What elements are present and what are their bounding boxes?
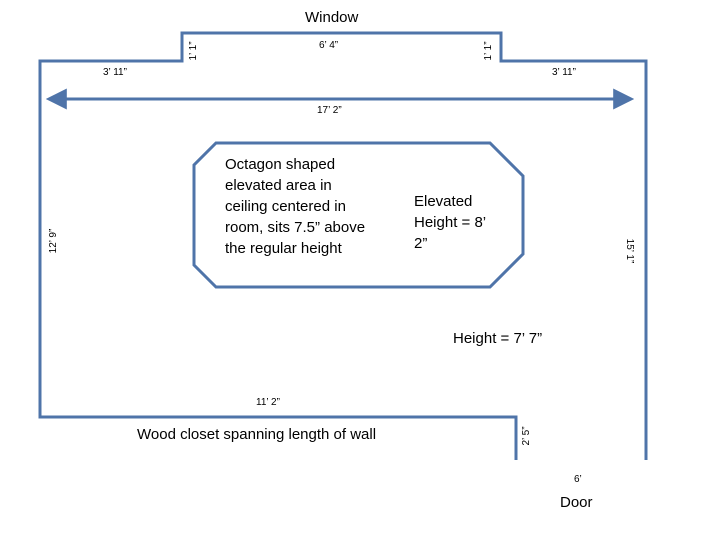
left-wall-dimension: 12’ 9” bbox=[48, 228, 59, 254]
closet-label: Wood closet spanning length of wall bbox=[137, 426, 377, 443]
window-label: Window bbox=[305, 9, 359, 26]
right-notch-dimension: 1’ 1” bbox=[483, 41, 494, 61]
door-label: Door bbox=[560, 494, 593, 511]
room-outline bbox=[38, 31, 648, 460]
right-wall-dimension: 15’ 1” bbox=[624, 238, 635, 264]
octagon-elevated-area bbox=[192, 141, 525, 289]
closet-width-dimension: 11’ 2” bbox=[256, 397, 280, 408]
octagon-description: Octagon shaped elevated area in ceiling … bbox=[225, 156, 366, 257]
closet-return-dimension: 2’ 5” bbox=[521, 426, 532, 446]
room-height-label: Height = 7’ 7” bbox=[453, 330, 543, 347]
elevated-height-label: Elevated Height = 8’ 2” bbox=[414, 193, 486, 252]
door-width-dimension: 6’ bbox=[574, 474, 582, 485]
top-right-segment-dimension: 3’ 11” bbox=[552, 67, 576, 78]
left-notch-dimension: 1’ 1” bbox=[188, 41, 199, 61]
top-left-segment-dimension: 3’ 11” bbox=[103, 67, 127, 78]
window-width-dimension: 6’ 4” bbox=[319, 40, 339, 51]
overall-width-dimension: 17’ 2” bbox=[317, 105, 342, 116]
